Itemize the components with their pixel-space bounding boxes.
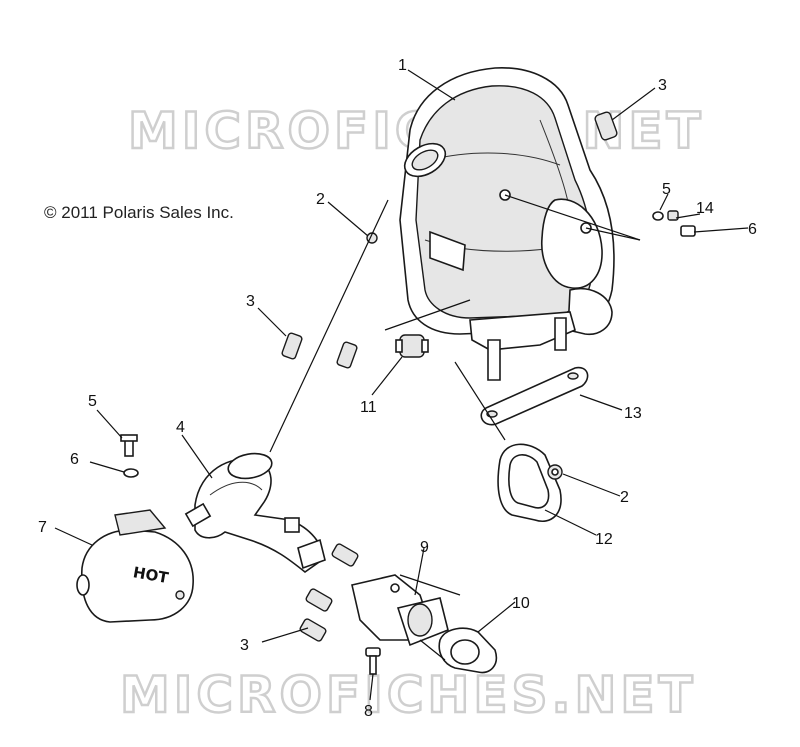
callout-5-left: 5 [88, 393, 97, 410]
spring-3-bottom [299, 543, 359, 642]
mount-plate [480, 366, 589, 426]
callout-12: 12 [595, 531, 613, 548]
hardware-left [120, 434, 139, 478]
grommet-11 [395, 334, 429, 358]
callout-6-left: 6 [70, 451, 79, 468]
leader-lines [54, 69, 749, 701]
callout-14: 14 [696, 200, 714, 217]
callout-7: 7 [38, 519, 47, 536]
callout-5-right: 5 [662, 181, 671, 198]
callout-11: 11 [360, 399, 377, 416]
exhaust-pipe [184, 452, 326, 574]
callout-2-lower: 2 [620, 489, 629, 506]
heat-shield: HOT [76, 509, 194, 623]
bolt-8 [365, 647, 381, 675]
callout-2-top: 2 [316, 191, 325, 208]
watermark-bottom: MICROFICHES.NET [120, 666, 697, 724]
spring-3-left [281, 332, 358, 369]
hardware-right [652, 210, 696, 237]
copyright-notice: © 2011 Polaris Sales Inc. [44, 203, 234, 222]
callouts: 1 3 2 5 14 6 3 11 13 5 4 6 2 7 12 9 10 3… [38, 57, 757, 720]
muffler-body [399, 67, 615, 381]
callout-3-bottom: 3 [240, 637, 249, 654]
gasket-12 [497, 443, 562, 522]
flange-9 [351, 574, 449, 647]
callout-9: 9 [420, 539, 429, 556]
callout-3-top: 3 [658, 77, 667, 94]
nut-2-lower [547, 464, 563, 480]
spring-3-top [594, 111, 618, 141]
callout-3-left: 3 [246, 293, 255, 310]
callout-10: 10 [512, 595, 530, 612]
callout-4: 4 [176, 419, 185, 436]
callout-13: 13 [624, 405, 642, 422]
gasket-10 [438, 627, 497, 674]
callout-1: 1 [398, 57, 407, 74]
callout-6-right: 6 [748, 221, 757, 238]
callout-8: 8 [364, 703, 373, 720]
